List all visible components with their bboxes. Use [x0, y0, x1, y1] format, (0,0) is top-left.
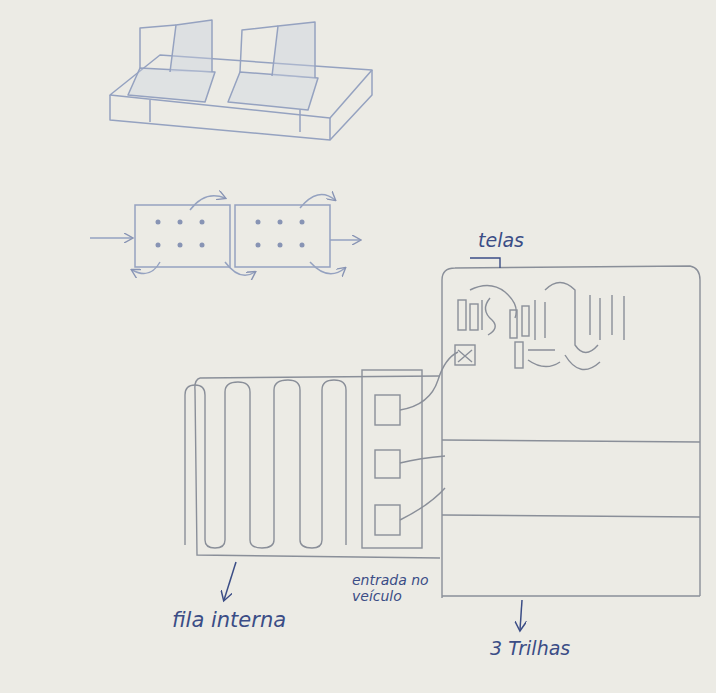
seat-left-side	[140, 25, 176, 68]
curved-arrow	[132, 262, 160, 274]
callout-label: entrada no veículo	[352, 572, 436, 604]
track-divider	[442, 515, 700, 517]
flow-arrow-out	[330, 239, 360, 241]
trilhas-arrow	[520, 600, 522, 630]
callout-label: 3 Trilhas	[490, 638, 570, 660]
tracks-outline	[442, 266, 700, 598]
track-squiggles	[455, 283, 624, 370]
curved-arrow	[190, 196, 225, 210]
seat-right-side	[240, 26, 278, 72]
entry-link-line	[400, 488, 445, 520]
callout-label: telas	[478, 230, 524, 252]
tracks-area-sketch	[442, 258, 700, 598]
entry-link-line	[400, 456, 445, 463]
seat-right-back	[272, 22, 315, 78]
entry-link-line	[400, 352, 458, 410]
curved-arrow	[310, 262, 345, 274]
seat-right	[228, 72, 318, 110]
flow-arrow-in	[90, 237, 132, 239]
fila-interna-arrow	[224, 562, 236, 600]
curved-arrow	[300, 195, 335, 208]
callout-label: fila interna	[172, 608, 286, 632]
platform-side	[330, 70, 372, 140]
seat-left-back	[170, 20, 212, 72]
queue-area-sketch	[185, 352, 458, 558]
entry-square	[375, 450, 400, 478]
entry-square	[375, 395, 400, 425]
seat-dots	[156, 220, 305, 248]
curved-arrow	[225, 262, 255, 275]
tracks-bottom	[442, 595, 700, 596]
vehicle-plan-left	[135, 205, 230, 267]
queue-outline	[195, 376, 440, 558]
vehicle-entry-column	[362, 370, 422, 548]
seat-legs	[150, 100, 300, 132]
queue-zigzag	[185, 380, 346, 548]
plan-view-sketch	[90, 195, 360, 276]
platform-3d-sketch	[110, 20, 372, 140]
seat-left	[128, 68, 215, 102]
telas-leader	[470, 258, 500, 268]
vehicle-plan-right	[235, 205, 330, 267]
track-divider	[442, 440, 700, 442]
entry-square	[375, 505, 400, 535]
